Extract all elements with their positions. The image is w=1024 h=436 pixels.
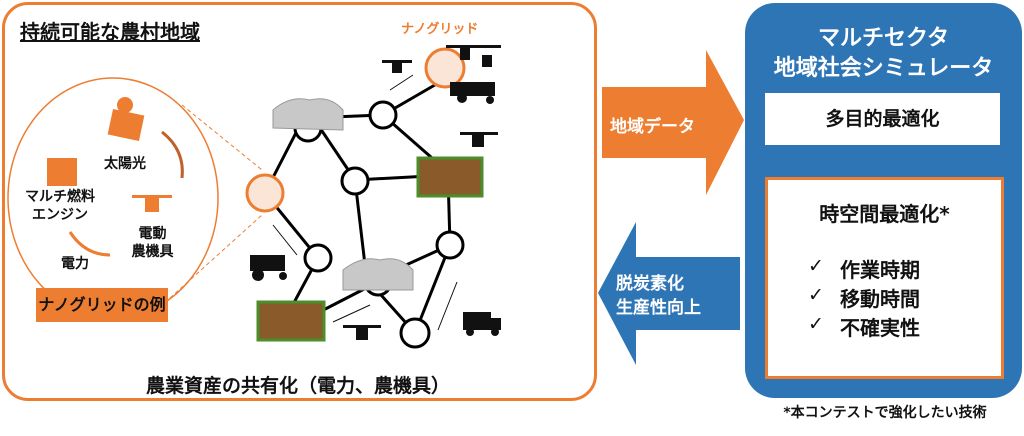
solar-panel-icon bbox=[107, 108, 145, 142]
greenhouse-icon bbox=[272, 98, 344, 131]
network-node bbox=[435, 230, 465, 260]
check-icon: ✓ bbox=[808, 284, 824, 306]
asset-sharing-caption: 農業資産の共有化（電力、農機具） bbox=[145, 375, 450, 397]
engine-label-line2: エンジン bbox=[32, 207, 88, 223]
spatiotemporal-title: 時空間最適化* bbox=[819, 202, 950, 226]
power-label: 電力 bbox=[61, 256, 89, 272]
sun-icon bbox=[117, 97, 133, 113]
network-node bbox=[399, 317, 431, 349]
check-icon: ✓ bbox=[808, 313, 824, 335]
check-icon: ✓ bbox=[808, 255, 824, 277]
rural-region-panel bbox=[2, 2, 597, 401]
drone-icon bbox=[382, 60, 412, 73]
simulator-title: マルチセクタ地域社会シミュレータ bbox=[745, 24, 1022, 84]
curved-arrow-icon bbox=[68, 231, 111, 257]
tractor-icon bbox=[450, 82, 495, 104]
decarbonization-arrow bbox=[598, 222, 740, 365]
engine-label-line1: マルチ燃料 bbox=[25, 189, 95, 205]
simulator-title-line2: 地域社会シミュレータ bbox=[773, 56, 994, 81]
machine-label: 電動農機具 bbox=[125, 225, 180, 261]
truck-icon bbox=[463, 312, 501, 336]
decarbonization-label: 脱炭素化生産性向上 bbox=[616, 272, 701, 320]
spatiotemporal-box bbox=[765, 177, 1004, 379]
flow-arrows bbox=[272, 74, 458, 331]
farm-field-image bbox=[256, 300, 326, 342]
decarbonization-line1: 脱炭素化 bbox=[616, 274, 684, 294]
network-diagram bbox=[7, 45, 501, 349]
check-item: 移動時間 bbox=[840, 287, 920, 311]
simulator-title-line1: マルチセクタ bbox=[817, 26, 950, 51]
network-node bbox=[340, 166, 370, 196]
engine-icon bbox=[47, 158, 77, 186]
machine-label-line2: 農機具 bbox=[131, 244, 174, 260]
machine-label-line1: 電動 bbox=[138, 226, 167, 242]
regional-data-label: 地域データ bbox=[610, 117, 695, 137]
curved-arrow-icon bbox=[161, 130, 184, 179]
tractor-icon bbox=[250, 255, 287, 281]
drone-icon bbox=[446, 45, 501, 67]
network-node bbox=[303, 243, 333, 273]
electric-drone-icon bbox=[132, 195, 172, 212]
footnote: *本コンテストで強化したい技術 bbox=[783, 405, 987, 421]
engine-label: マルチ燃料エンジン bbox=[20, 188, 100, 224]
productivity-line2: 生産性向上 bbox=[616, 298, 701, 318]
zoom-line-top bbox=[181, 104, 263, 171]
check-item: 作業時期 bbox=[840, 258, 920, 282]
nanogrid-example-label: ナノグリッドの例 bbox=[36, 288, 168, 322]
network-node bbox=[368, 100, 398, 130]
nanogrid-node bbox=[245, 173, 285, 213]
panel-title: 持続可能な農村地域 bbox=[20, 20, 200, 44]
check-item: 不確実性 bbox=[840, 316, 920, 340]
solar-label: 太陽光 bbox=[104, 156, 146, 172]
drone-icon bbox=[343, 325, 381, 340]
farm-field-image bbox=[416, 156, 484, 198]
nanogrid-title: ナノグリッド bbox=[401, 22, 479, 37]
nanogrid-node-top bbox=[424, 47, 466, 89]
greenhouse-icon bbox=[342, 258, 414, 291]
multi-objective-box: 多目的最適化 bbox=[765, 93, 1000, 145]
regional-data-arrow bbox=[602, 50, 744, 195]
drone-icon bbox=[460, 132, 498, 147]
arrows bbox=[598, 50, 744, 365]
